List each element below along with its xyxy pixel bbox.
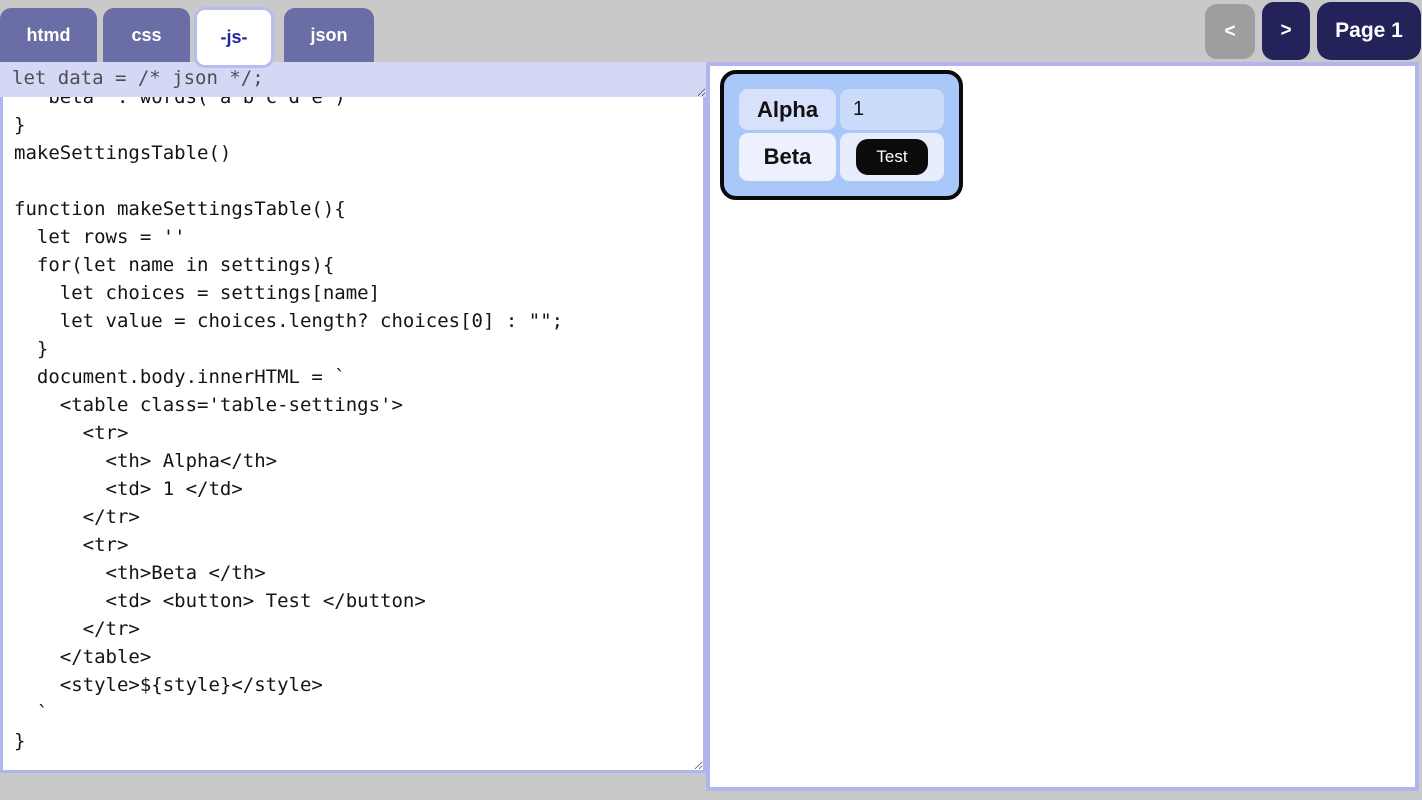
- tab-bar: htmd css -js- json: [0, 7, 374, 68]
- settings-row-value-beta: Test: [840, 133, 944, 181]
- prev-page-button[interactable]: <: [1205, 4, 1255, 59]
- page-indicator-button[interactable]: Page 1: [1317, 2, 1421, 60]
- tab-json[interactable]: json: [284, 8, 374, 62]
- settings-row-value-alpha: 1: [840, 89, 944, 130]
- tab-js[interactable]: -js-: [194, 7, 274, 68]
- preview-pane: Alpha 1 Beta Test: [706, 62, 1419, 791]
- tab-css[interactable]: css: [103, 8, 190, 62]
- settings-table: Alpha 1 Beta Test: [720, 70, 963, 200]
- settings-row-header-beta: Beta: [739, 133, 836, 181]
- test-button[interactable]: Test: [856, 139, 928, 175]
- topbar: htmd css -js- json < > Page 1: [0, 0, 1422, 68]
- next-page-button[interactable]: >: [1262, 2, 1310, 60]
- settings-row-header-alpha: Alpha: [739, 89, 836, 130]
- pager: < > Page 1: [1205, 2, 1421, 60]
- tab-htmd[interactable]: htmd: [0, 8, 97, 62]
- js-code-editor[interactable]: 'beta' : words('a b c d e') } makeSettin…: [0, 97, 706, 773]
- js-editor-region: 'beta' : words('a b c d e') } makeSettin…: [0, 97, 706, 773]
- data-declaration-input[interactable]: let data = /* json */;: [0, 62, 706, 97]
